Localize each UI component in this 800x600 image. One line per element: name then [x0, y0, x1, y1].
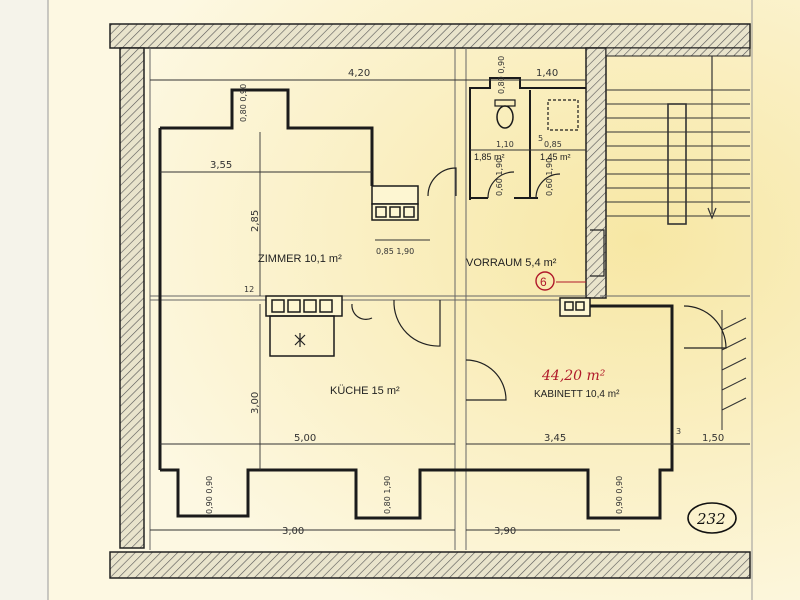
dim-zimmer-height: 2,85 — [250, 210, 261, 232]
dim-door-bad: 0,60 1,90 — [545, 158, 554, 196]
dim-bad-inner: 0,85 — [544, 140, 562, 149]
dim-win-bottom-3: 0,90 0,90 — [615, 476, 624, 514]
dim-top-140: 1,40 — [536, 68, 558, 79]
dim-kabinett-width: 3,45 — [544, 433, 566, 444]
room-label-kueche: KÜCHE 15 m² — [330, 385, 400, 397]
dim-door-wc: 0,60 1,90 — [495, 158, 504, 196]
wc-bad-block — [469, 77, 586, 200]
kitchen-cross-mark — [294, 333, 306, 347]
total-area: 44,20 m² — [541, 368, 606, 384]
left-margin — [0, 0, 48, 600]
page-number-text: 232 — [696, 510, 726, 528]
dim-kueche-width: 5,00 — [294, 433, 316, 444]
dim-wc-inner: 1,10 — [496, 140, 514, 149]
dim-small-12: 12 — [244, 285, 254, 294]
dim-bottom-300: 3,00 — [282, 526, 304, 537]
room-label-bad: 1,45 m² — [540, 152, 571, 162]
dimension-lines — [150, 79, 750, 531]
room-label-vorraum: VORRAUM 5,4 m² — [466, 257, 557, 269]
apartment-outline — [158, 88, 674, 520]
dim-window-top: 0,80 0,90 — [239, 84, 248, 122]
dim-top-420: 4,20 — [348, 68, 370, 79]
structure-lines — [149, 48, 750, 550]
chimney-blocks — [265, 185, 591, 357]
dim-small-5: 5 — [538, 134, 543, 143]
dim-right-150: 1,50 — [702, 433, 724, 444]
dim-win-bottom-1: 0,90 0,90 — [205, 476, 214, 514]
dim-door-zimmer: 0,85 1,90 — [376, 247, 414, 256]
page-number-badge: 232 — [687, 502, 737, 534]
room-label-zimmer: ZIMMER 10,1 m² — [258, 253, 342, 265]
dim-zimmer-width: 3,55 — [210, 160, 232, 171]
exterior-walls — [109, 23, 751, 579]
dim-kueche-height: 3,00 — [250, 392, 261, 414]
circle-marker: 6 — [535, 271, 586, 291]
room-label-wc: 1,85 m² — [474, 152, 505, 162]
dim-window-wc: 0,80 0,90 — [497, 56, 506, 94]
door-swings — [351, 167, 727, 401]
circle-marker-label: 6 — [540, 275, 547, 289]
dim-small-3: 3 — [676, 427, 681, 436]
dim-win-bottom-2: 0,80 1,90 — [383, 476, 392, 514]
staircase — [606, 56, 750, 430]
room-label-kabinett: KABINETT 10,4 m² — [534, 389, 620, 400]
dim-bottom-390: 3,90 — [494, 526, 516, 537]
